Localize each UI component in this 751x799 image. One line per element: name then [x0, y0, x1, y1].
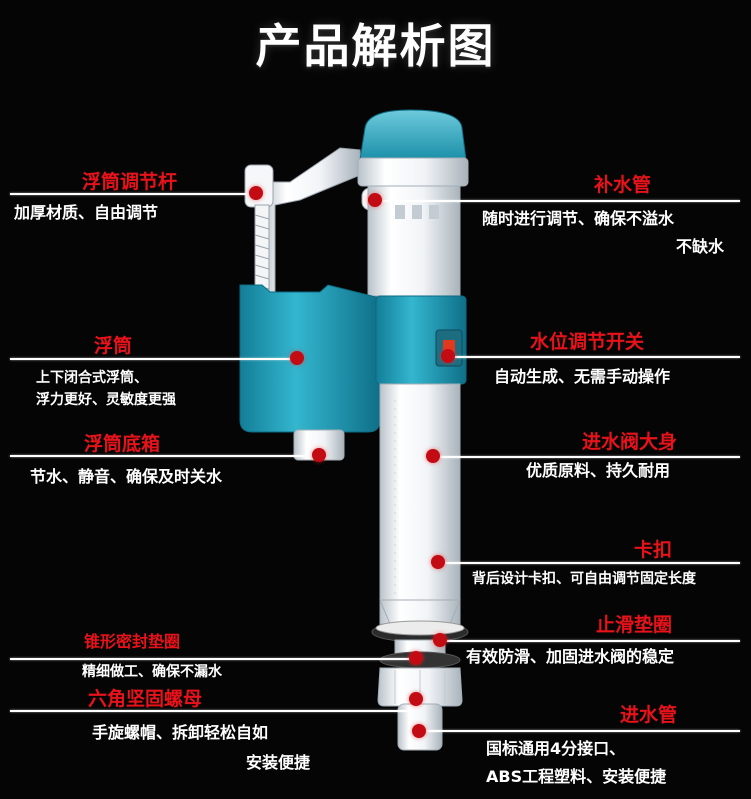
float-rod-title: 浮筒调节杆 — [82, 171, 178, 193]
inlet-pipe-desc-2: ABS工程塑料、安装便捷 — [486, 767, 667, 786]
clip-title: 卡扣 — [634, 539, 673, 561]
leader-line-float — [10, 358, 295, 360]
refill-tube-desc-1: 随时进行调节、确保不溢水 — [482, 209, 675, 228]
marker-dot-inlet — [412, 724, 426, 738]
float-rod-desc: 加厚材质、自由调节 — [14, 203, 159, 222]
marker-dot-refill — [368, 193, 382, 207]
refill-tube-desc-2: 不缺水 — [676, 237, 725, 256]
marker-dot-valve-body — [426, 449, 440, 463]
valve-body-desc: 优质原料、持久耐用 — [526, 461, 671, 480]
clip-desc: 背后设计卡扣、可自由调节固定长度 — [472, 571, 696, 587]
marker-dot-anti-slip — [433, 633, 447, 647]
marker-dot-float — [290, 351, 304, 365]
marker-dot-level-switch — [441, 349, 455, 363]
anti-slip-desc: 有效防滑、加固进水阀的稳定 — [466, 647, 675, 666]
page-title: 产品解析图 — [255, 19, 496, 73]
leader-line-valve-body — [435, 456, 740, 458]
leader-line-inlet — [420, 730, 740, 732]
float-box-desc: 节水、静音、确保及时关水 — [30, 467, 223, 486]
cone-gasket-desc: 精细做工、确保不漏水 — [82, 664, 222, 680]
float-title: 浮筒 — [94, 335, 133, 357]
anti-slip-title: 止滑垫圈 — [596, 614, 673, 636]
marker-dot-hex-nut — [409, 692, 423, 706]
inlet-pipe-desc-1: 国标通用4分接口、 — [486, 739, 626, 758]
leader-line-cone-gasket — [10, 658, 415, 660]
float-desc-2: 浮力更好、灵敏度更强 — [36, 392, 176, 408]
marker-dot-cone-gasket — [409, 651, 423, 665]
hex-nut-title: 六角坚固螺母 — [88, 688, 203, 710]
marker-dot-float-box — [312, 448, 326, 462]
hex-nut-desc-1: 手旋螺帽、拆卸轻松自如 — [92, 723, 269, 742]
leader-line-hex-nut — [10, 710, 415, 712]
refill-tube-title: 补水管 — [594, 174, 652, 196]
float-box-title: 浮筒底箱 — [84, 433, 161, 455]
leader-line-refill — [378, 200, 740, 202]
level-switch-title: 水位调节开关 — [530, 331, 645, 353]
marker-dot-clip — [431, 555, 445, 569]
hex-nut-desc-2: 安装便捷 — [246, 753, 311, 772]
leader-line-level-switch — [442, 356, 740, 358]
marker-dot-float-rod — [249, 186, 263, 200]
leader-line-float-box — [10, 455, 318, 457]
cone-gasket-title: 锥形密封垫圈 — [84, 632, 181, 651]
leader-line-float-rod — [10, 193, 255, 195]
inlet-pipe-title: 进水管 — [620, 704, 678, 726]
leader-line-clip — [440, 562, 740, 564]
leader-line-anti-slip — [442, 640, 740, 642]
level-switch-desc: 自动生成、无需手动操作 — [494, 367, 671, 386]
valve-body-title: 进水阀大身 — [582, 431, 678, 453]
float-desc-1: 上下闭合式浮筒、 — [36, 370, 148, 386]
